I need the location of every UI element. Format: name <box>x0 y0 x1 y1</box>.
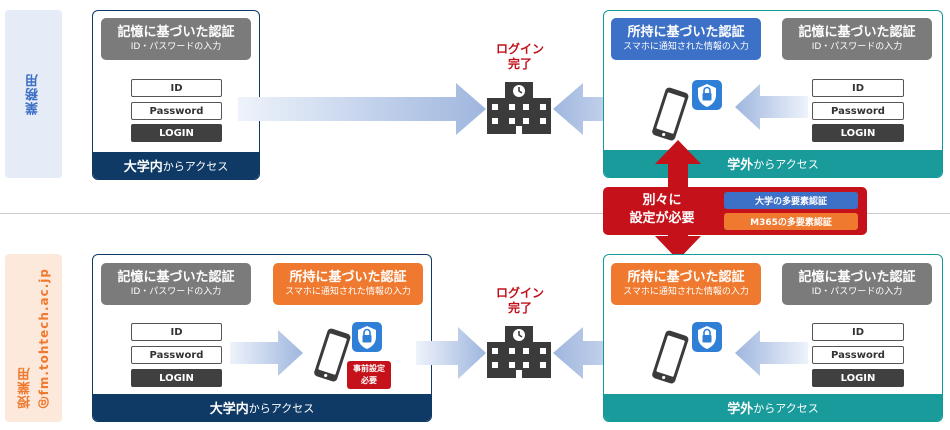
lock-icon <box>692 80 722 110</box>
building-icon <box>487 82 551 134</box>
arrow-right-bottom <box>416 327 486 379</box>
footer-offcampus-bottom: 学外からアクセス <box>604 394 942 421</box>
tag-knowledge-bottom-right: 記憶に基づいた認証 ID・パスワードの入力 <box>782 263 932 305</box>
sidebar-business: 業務用 <box>5 10 62 178</box>
sidebar-class: 授業用 ＠fm.tohtech.ac.jp <box>5 254 62 422</box>
password-field[interactable]: Password <box>812 102 904 120</box>
arrow-right-inner-bottom <box>230 330 303 376</box>
tag-knowledge-bottom-left: 記憶に基づいた認証 ID・パスワードの入力 <box>101 263 251 305</box>
section-divider <box>0 213 950 214</box>
tag-possession-bottom-right: 所持に基づいた認証 スマホに通知された情報の入力 <box>611 263 761 305</box>
arrow-left-inner-top <box>735 84 808 130</box>
footer-offcampus-top: 学外からアクセス <box>604 150 942 177</box>
password-field[interactable]: Password <box>131 346 222 364</box>
id-field[interactable]: ID <box>812 79 904 97</box>
arrow-right-top <box>238 83 486 135</box>
footer-campus-top: 大学内からアクセス <box>93 152 259 179</box>
footer-campus-bottom: 大学内からアクセス <box>93 394 431 421</box>
lock-icon <box>692 322 722 352</box>
tag-m365-mfa: M365の多要素認証 <box>724 213 858 230</box>
tag-univ-mfa: 大学の多要素認証 <box>724 192 858 209</box>
tag-possession-top: 所持に基づいた認証 スマホに通知された情報の入力 <box>611 18 761 60</box>
login-button[interactable]: LOGIN <box>812 369 904 387</box>
tag-possession-bottom-left: 所持に基づいた認証 スマホに通知された情報の入力 <box>273 263 423 305</box>
phone-icon <box>312 326 352 386</box>
lock-icon <box>352 322 382 352</box>
id-field[interactable]: ID <box>131 79 222 97</box>
login-done-label-bottom: ログイン完了 <box>495 286 544 315</box>
login-done-label-top: ログイン完了 <box>495 42 544 71</box>
login-button[interactable]: LOGIN <box>812 124 904 142</box>
pre-setup-badge: 事前設定必要 <box>347 361 391 389</box>
tag-knowledge-top-right: 記憶に基づいた認証 ID・パスワードの入力 <box>782 18 932 60</box>
id-field[interactable]: ID <box>131 323 222 341</box>
login-button[interactable]: LOGIN <box>131 124 222 142</box>
sidebar-business-label: 業務用 <box>26 73 41 115</box>
phone-icon <box>650 85 690 145</box>
mfa-separate-label: 別々に設定が必要 <box>629 193 695 226</box>
arrow-left-inner-bottom <box>735 330 808 376</box>
password-field[interactable]: Password <box>131 102 222 120</box>
login-button[interactable]: LOGIN <box>131 369 222 387</box>
building-icon <box>487 326 551 378</box>
password-field[interactable]: Password <box>812 346 904 364</box>
tag-knowledge-top-left: 記憶に基づいた認証 ID・パスワードの入力 <box>101 18 251 60</box>
sidebar-class-label: 授業用 ＠fm.tohtech.ac.jp <box>17 267 51 409</box>
id-field[interactable]: ID <box>812 323 904 341</box>
phone-icon <box>650 328 690 388</box>
